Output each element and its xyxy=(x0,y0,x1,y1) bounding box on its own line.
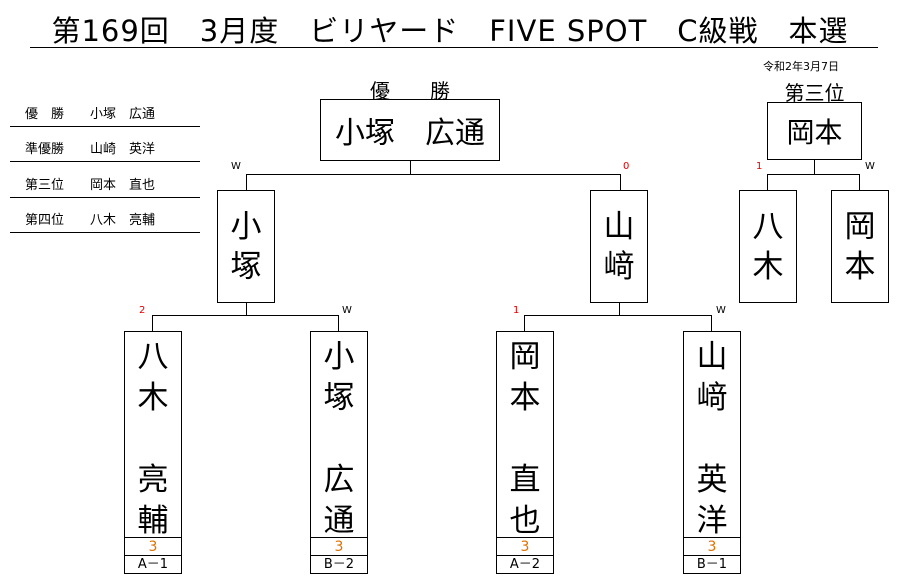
semi-right-result-b: W xyxy=(716,305,726,316)
semi-left-char-1: 小 xyxy=(230,208,262,245)
champion-name: 小塚 広通 xyxy=(335,116,485,151)
semi-right-char-1: 山 xyxy=(603,208,635,245)
player-b1-char-3: 英 xyxy=(696,462,728,498)
player-b2-char-1: 小 xyxy=(323,339,355,375)
champion-box: 小塚 広通 xyxy=(320,99,500,161)
third-right-result: W xyxy=(865,161,875,172)
player-a1-char-3: 亮 xyxy=(137,462,169,498)
player-b1-score: 3 xyxy=(684,537,740,556)
semi-left-connector xyxy=(152,315,339,316)
player-a2-char-1: 岡 xyxy=(509,339,541,375)
semi-left-result-b: W xyxy=(342,305,352,316)
player-b2-block: B－2 xyxy=(311,555,367,574)
ranking-fourth: 第四位 八木 亮輔 xyxy=(10,211,200,233)
third-place-box: 岡本 xyxy=(767,102,862,160)
third-right-drop xyxy=(859,174,860,190)
event-date: 令和2年3月7日 xyxy=(763,60,839,73)
final-right-result: 0 xyxy=(623,161,630,172)
ranking-third: 第三位 岡本 直也 xyxy=(10,176,200,198)
player-box-a2: 岡 本 直 也 3 A－2 xyxy=(496,331,554,574)
third-place-name: 岡本 xyxy=(786,116,843,149)
third-connector xyxy=(767,174,860,175)
third-left-result: 1 xyxy=(756,161,763,172)
semi-left-char-2: 塚 xyxy=(230,248,262,285)
player-a1-char-2: 木 xyxy=(137,380,169,416)
player-box-b2: 小 塚 広 通 3 B－2 xyxy=(310,331,368,574)
final-stem xyxy=(410,161,411,175)
title-underline xyxy=(30,47,878,48)
ranking-second: 準優勝 山崎 英洋 xyxy=(10,140,200,162)
player-a1-score: 3 xyxy=(125,537,181,556)
semi-left-drop-b xyxy=(338,315,339,331)
player-b1-char-4: 洋 xyxy=(696,503,728,539)
final-connector xyxy=(246,174,621,175)
player-a2-block: A－2 xyxy=(497,555,553,574)
semi-right-box: 山 﨑 xyxy=(590,190,648,303)
player-box-a1: 八 木 亮 輔 3 A－1 xyxy=(124,331,182,574)
player-b1-char-1: 山 xyxy=(696,339,728,375)
third-stem xyxy=(814,160,815,175)
player-a2-char-2: 本 xyxy=(509,380,541,416)
third-right-box: 岡 本 xyxy=(831,190,889,303)
semi-left-drop-a xyxy=(152,315,153,331)
player-b1-char-2: 﨑 xyxy=(696,380,728,416)
third-place-caption: 第三位 xyxy=(784,81,845,105)
player-box-b1: 山 﨑 英 洋 3 B－1 xyxy=(683,331,741,574)
ranking-first: 優 勝 小塚 広通 xyxy=(10,105,200,127)
semi-left-stem xyxy=(246,303,247,316)
player-b2-char-3: 広 xyxy=(323,462,355,498)
final-left-result: W xyxy=(231,161,241,172)
player-a2-score: 3 xyxy=(497,537,553,556)
third-left-drop xyxy=(767,174,768,190)
player-a1-char-4: 輔 xyxy=(137,503,169,539)
player-b2-char-4: 通 xyxy=(323,503,355,539)
semi-right-result-a: 1 xyxy=(513,305,520,316)
final-left-drop xyxy=(246,174,247,190)
semi-left-result-a: 2 xyxy=(139,305,146,316)
semi-right-drop-b xyxy=(711,315,712,331)
third-left-char-2: 木 xyxy=(752,248,784,285)
third-right-char-2: 本 xyxy=(844,248,876,285)
player-b2-score: 3 xyxy=(311,537,367,556)
page-title: 第169回 3月度 ビリヤード FIVE SPOT C級戦 本選 xyxy=(51,14,849,48)
player-a2-char-4: 也 xyxy=(509,503,541,539)
player-a1-char-1: 八 xyxy=(137,339,169,375)
player-a1-block: A－1 xyxy=(125,555,181,574)
semi-right-connector xyxy=(524,315,712,316)
semi-right-char-2: 﨑 xyxy=(603,248,635,285)
player-b1-block: B－1 xyxy=(684,555,740,574)
third-left-box: 八 木 xyxy=(739,190,797,303)
player-b2-char-2: 塚 xyxy=(323,380,355,416)
final-right-drop xyxy=(620,174,621,190)
player-a2-char-3: 直 xyxy=(509,462,541,498)
third-left-char-1: 八 xyxy=(752,208,784,245)
semi-right-stem xyxy=(619,303,620,316)
semi-right-drop-a xyxy=(524,315,525,331)
third-right-char-1: 岡 xyxy=(844,208,876,245)
semi-left-box: 小 塚 xyxy=(217,190,275,303)
